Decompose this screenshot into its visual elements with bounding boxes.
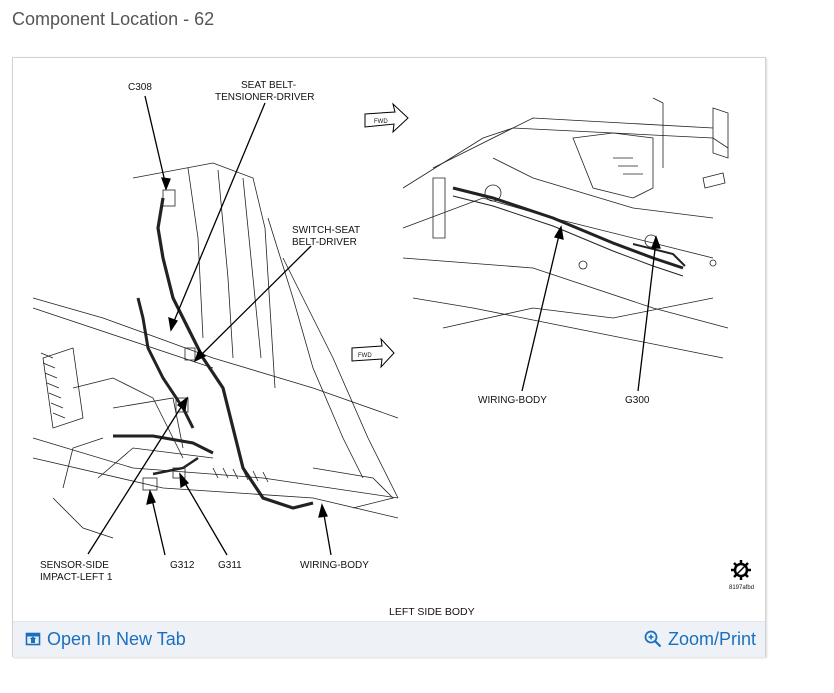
open-in-new-tab-label: Open In New Tab bbox=[47, 628, 186, 649]
zoom-icon bbox=[644, 630, 662, 648]
gear-logo-icon bbox=[731, 560, 751, 580]
image-code: 8197afbd bbox=[729, 585, 754, 591]
label-wiring-body-left: WIRING-BODY bbox=[300, 560, 369, 571]
label-g311: G311 bbox=[218, 560, 242, 571]
component-location-figure[interactable]: FWD FWD C308 SEAT BELT- TENSIONER-DRIVER… bbox=[13, 58, 765, 621]
label-g300: G300 bbox=[625, 395, 650, 406]
fwd-label-2: FWD bbox=[358, 353, 372, 359]
label-sensor-side-impact-1: SENSOR-SIDE bbox=[40, 560, 109, 571]
open-new-tab-icon bbox=[25, 632, 41, 646]
label-switch-seat-belt-2: BELT-DRIVER bbox=[292, 237, 357, 248]
figure-toolbar: Open In New Tab Zoom/Print bbox=[13, 621, 765, 657]
label-seat-belt-tensioner-1: SEAT BELT- bbox=[241, 80, 296, 91]
label-sensor-side-impact-2: IMPACT-LEFT 1 bbox=[40, 572, 113, 583]
diagram-card: FWD FWD C308 SEAT BELT- TENSIONER-DRIVER… bbox=[12, 57, 766, 657]
zoom-print-button[interactable]: Zoom/Print bbox=[644, 628, 756, 650]
label-switch-seat-belt-1: SWITCH-SEAT bbox=[292, 225, 360, 236]
open-in-new-tab-button[interactable]: Open In New Tab bbox=[25, 628, 186, 650]
figure-caption: LEFT SIDE BODY bbox=[389, 606, 475, 618]
label-seat-belt-tensioner-2: TENSIONER-DRIVER bbox=[215, 92, 314, 103]
label-wiring-body-right: WIRING-BODY bbox=[478, 395, 547, 406]
label-c308: C308 bbox=[128, 82, 152, 93]
fwd-label-1: FWD bbox=[374, 119, 388, 125]
page-title: Component Location - 62 bbox=[12, 9, 215, 29]
zoom-print-label: Zoom/Print bbox=[667, 628, 756, 649]
label-g312: G312 bbox=[170, 560, 195, 571]
diagram-svg: FWD FWD C308 SEAT BELT- TENSIONER-DRIVER… bbox=[32, 80, 754, 618]
